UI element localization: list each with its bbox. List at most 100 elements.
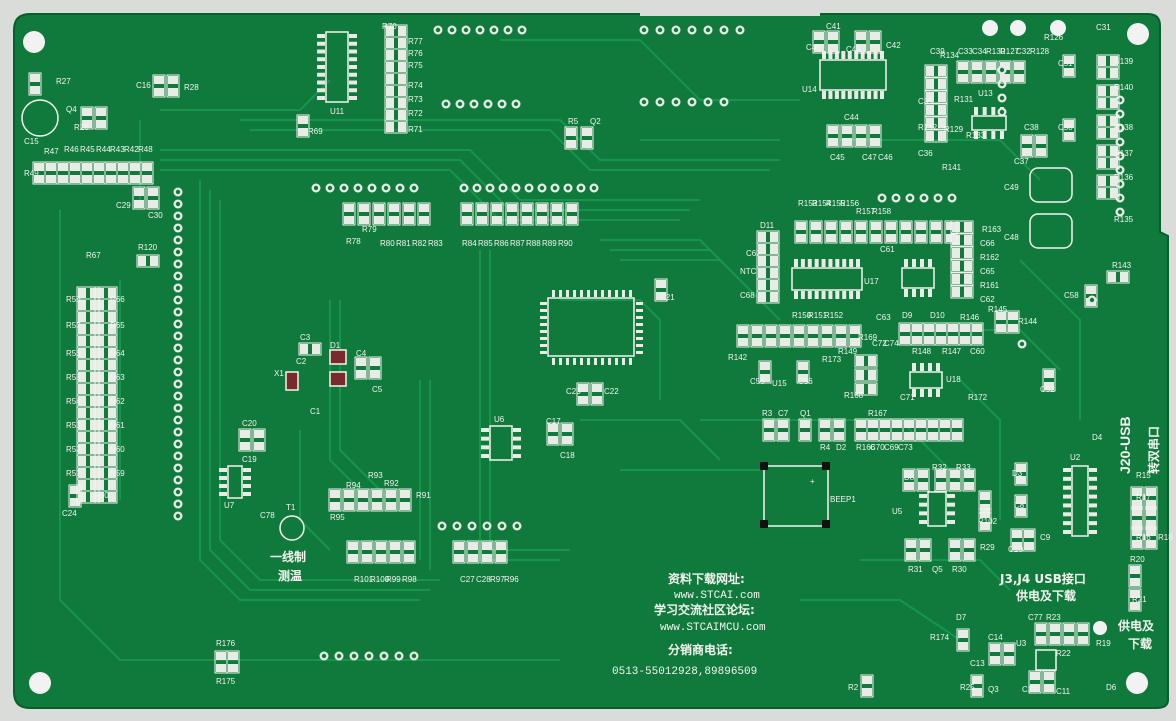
component-label: C9: [1040, 533, 1051, 542]
drill-hole: [175, 297, 181, 303]
smd-pad: [386, 86, 394, 96]
component-outline: [546, 422, 560, 446]
smd-pad: [46, 163, 56, 171]
smd-pad: [386, 26, 394, 36]
component-label: R172: [968, 393, 988, 402]
drill-hole: [999, 109, 1005, 115]
component-label: R83: [428, 239, 443, 248]
smd-pad: [871, 234, 881, 242]
smd-pad: [1012, 530, 1022, 538]
drill-hole: [673, 27, 679, 33]
smd-pad: [900, 324, 910, 332]
smd-pad: [958, 630, 968, 638]
component-outline: [1076, 622, 1090, 646]
drill-hole: [397, 185, 403, 191]
smd-pad: [958, 62, 968, 70]
smd-pad: [974, 131, 978, 139]
component-label: R147: [942, 347, 962, 356]
smd-pad: [78, 396, 86, 406]
smd-pad: [780, 338, 790, 346]
smd-pad: [349, 41, 357, 46]
smd-pad: [926, 66, 934, 76]
smd-pad: [522, 216, 532, 224]
smd-pad: [552, 358, 555, 365]
drill-hole: [1117, 167, 1123, 173]
smd-pad: [964, 274, 972, 284]
smd-pad: [1050, 636, 1060, 644]
smd-pad: [356, 370, 366, 378]
smd-pad: [82, 175, 92, 183]
smd-pad: [96, 396, 104, 406]
smd-pad: [1064, 132, 1074, 140]
drill-hole: [1117, 209, 1123, 215]
smd-pad: [219, 484, 227, 488]
usb-title: J20-USB: [1117, 416, 1133, 474]
smd-pad: [906, 552, 916, 560]
smd-pad: [826, 222, 836, 230]
drill-hole: [689, 99, 695, 105]
smd-pad: [964, 222, 972, 232]
smd-pad: [1098, 98, 1106, 108]
capacitor-outline: [1029, 167, 1073, 203]
smd-pad: [991, 107, 996, 115]
component-outline: [494, 540, 508, 564]
component-outline: [854, 124, 868, 148]
component-outline: [826, 30, 840, 54]
component-outline: [924, 64, 948, 78]
smd-pad: [513, 436, 521, 441]
component-label: R56: [66, 349, 81, 358]
component-label: R5: [568, 117, 579, 126]
drill-hole: [175, 477, 181, 483]
smd-pad: [78, 300, 86, 310]
smd-pad: [462, 216, 472, 224]
smd-pad: [566, 290, 569, 297]
smd-pad: [807, 291, 812, 299]
copper-trace: [479, 250, 560, 561]
mounting-hole: [982, 20, 998, 36]
component-outline: [1130, 506, 1144, 530]
smd-pad: [1089, 485, 1097, 490]
smd-pad: [513, 445, 521, 450]
component-label: C19: [242, 455, 257, 464]
smd-pad: [990, 644, 1000, 652]
smd-pad: [90, 360, 98, 370]
smd-pad: [540, 316, 547, 319]
smd-pad: [312, 344, 320, 354]
component-label: R74: [408, 81, 423, 90]
component-label: D3: [1012, 469, 1023, 478]
smd-pad: [90, 444, 98, 454]
phone-number: 0513-55012928,89896509: [612, 666, 757, 678]
smd-pad: [880, 432, 890, 440]
component-label: C46: [878, 153, 893, 162]
smd-pad: [870, 44, 880, 52]
component-label: C66: [980, 239, 995, 248]
smd-pad: [1098, 146, 1106, 156]
smd-pad: [1004, 656, 1014, 664]
component-outline: [654, 278, 668, 302]
smd-pad: [822, 51, 826, 59]
drill-hole: [565, 185, 571, 191]
smd-pad: [376, 554, 386, 562]
drill-hole: [313, 185, 319, 191]
mounting-hole: [1050, 20, 1066, 36]
drill-hole: [907, 195, 913, 201]
smd-pad: [90, 324, 98, 334]
component-label: R102: [978, 517, 998, 526]
component-outline: [402, 540, 416, 564]
drill-hole: [487, 185, 493, 191]
component-outline: [776, 418, 790, 442]
component-outline: [136, 254, 160, 268]
smd-pad: [559, 290, 562, 297]
drill-hole: [949, 195, 955, 201]
smd-pad: [243, 468, 251, 472]
smd-pad: [78, 432, 86, 442]
smd-pad: [362, 554, 372, 562]
component-label: C45: [830, 153, 845, 162]
smd-pad: [58, 175, 68, 183]
smd-pad: [78, 384, 86, 394]
smd-pad: [972, 74, 982, 82]
smd-pad: [1000, 131, 1004, 139]
smd-pad: [912, 289, 916, 297]
smd-pad: [758, 268, 766, 278]
